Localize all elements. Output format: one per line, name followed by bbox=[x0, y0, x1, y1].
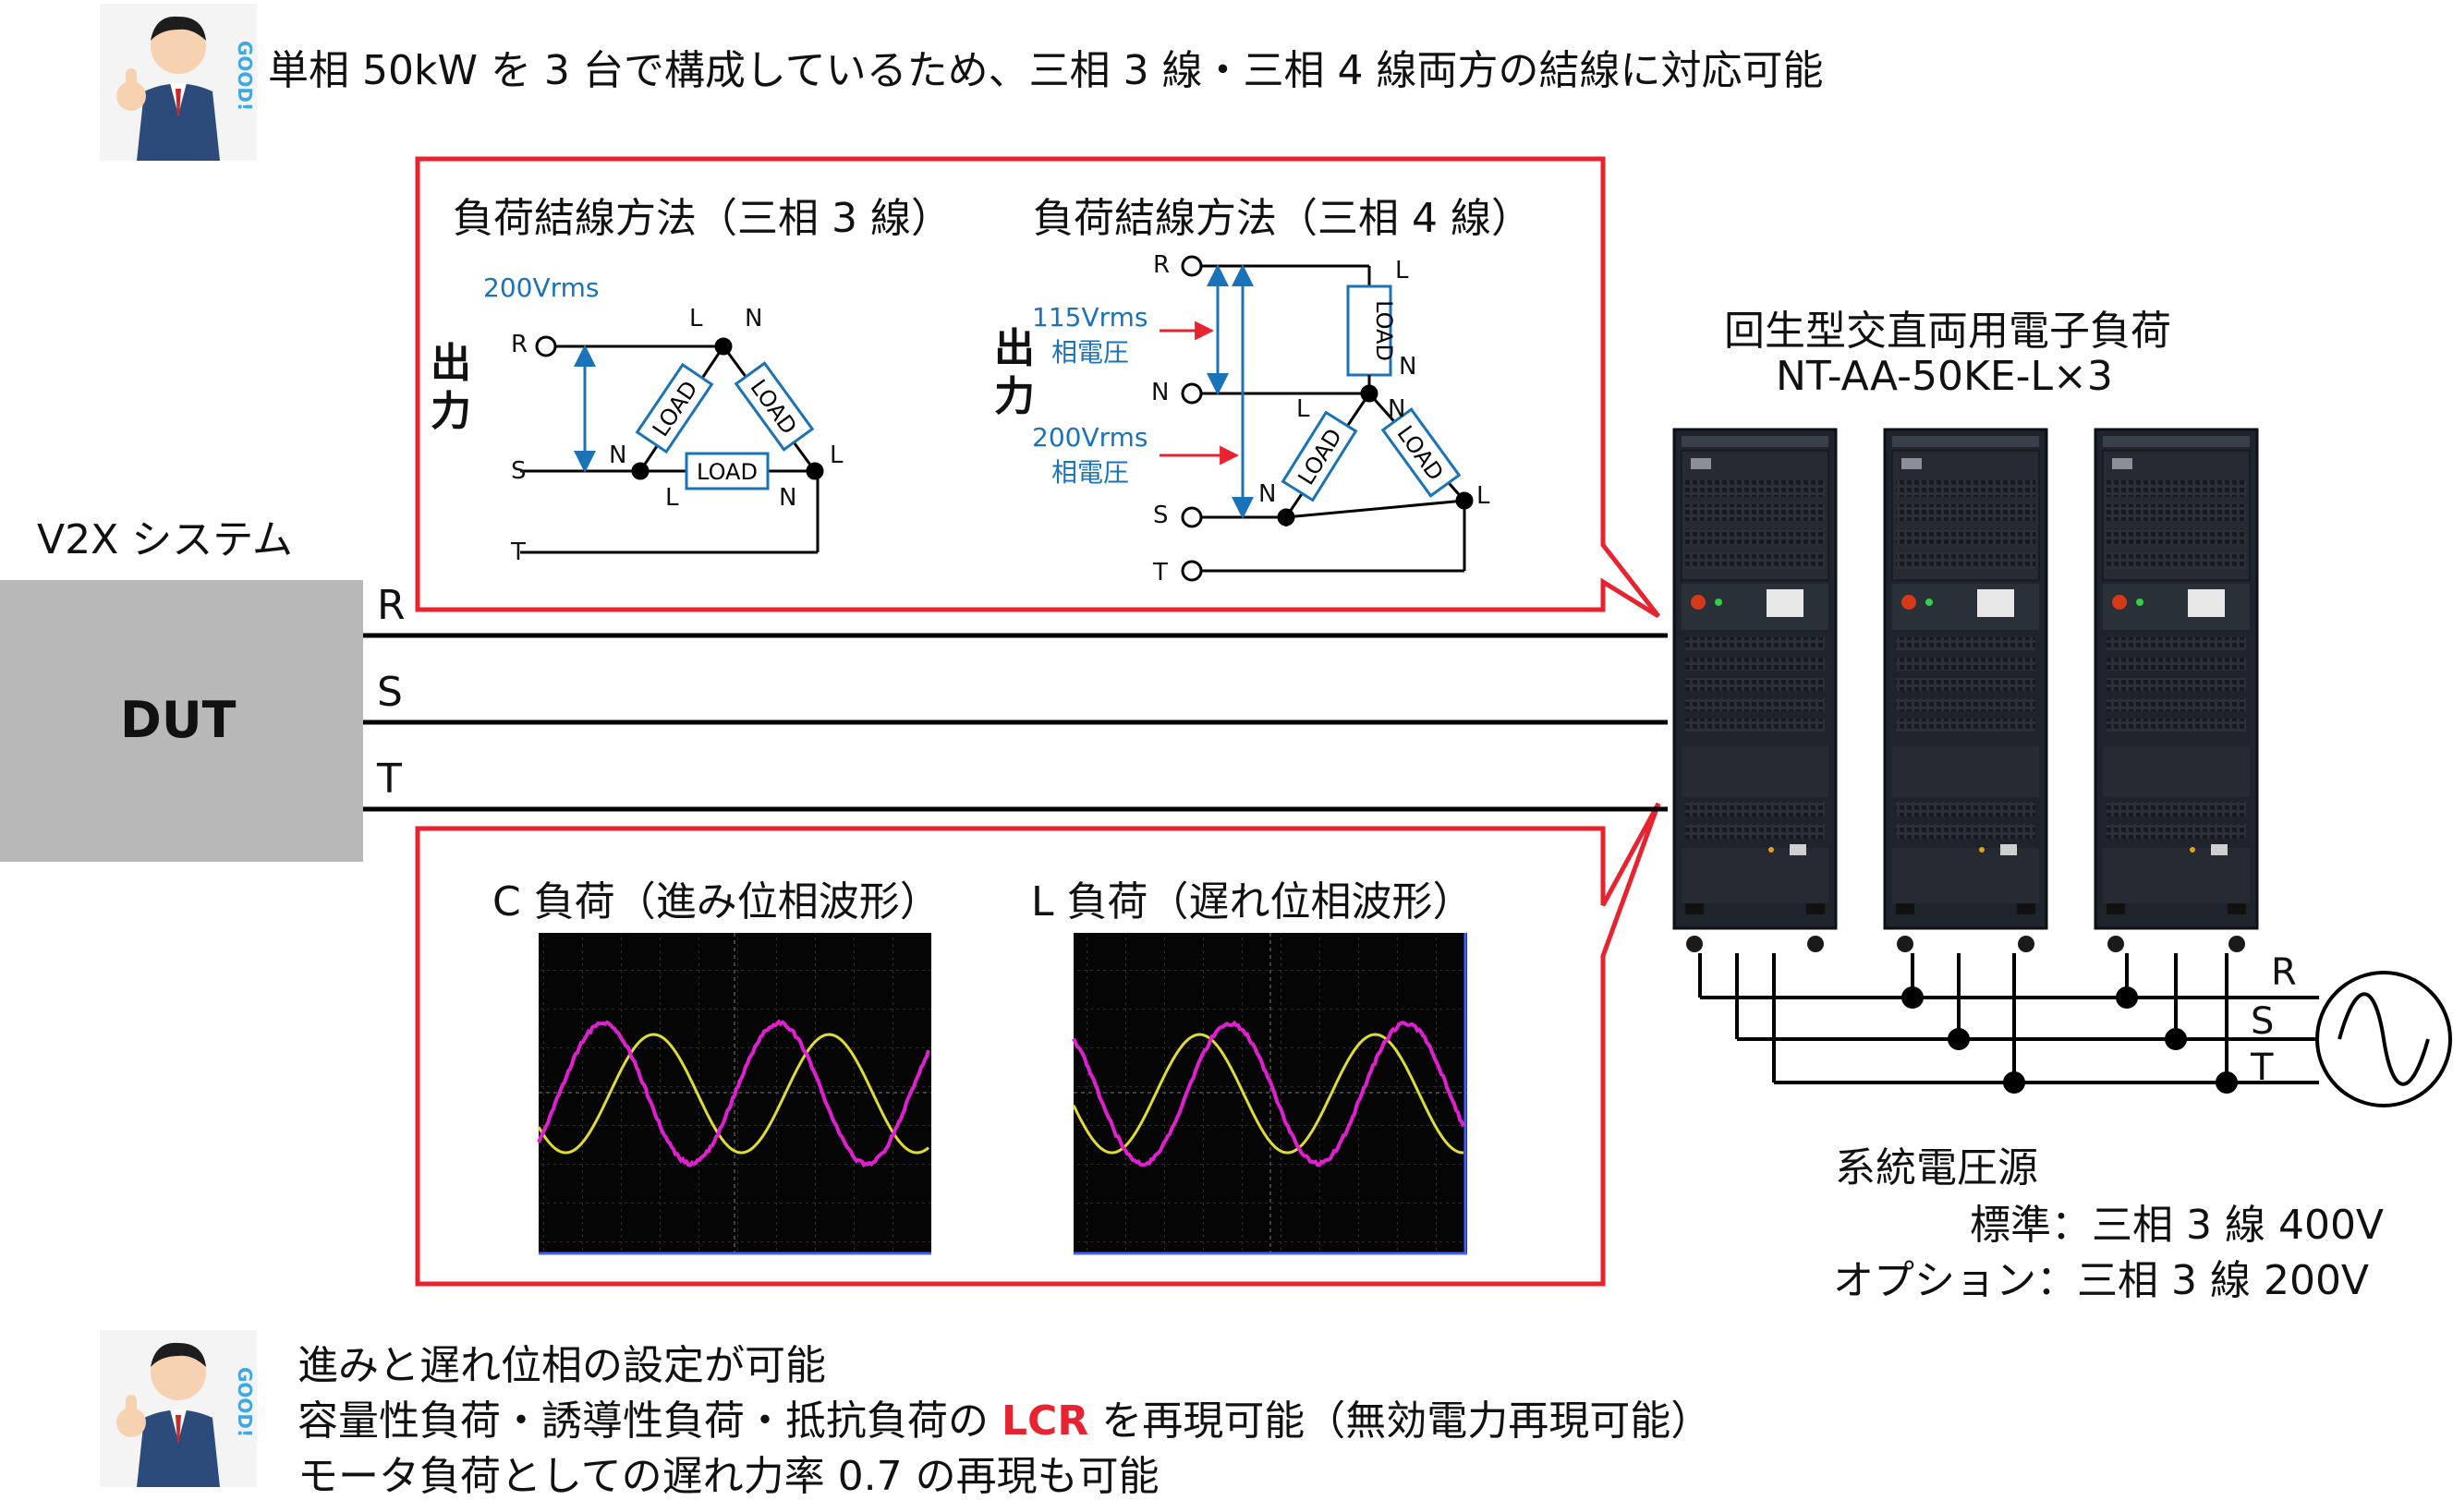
wiring4-mid-n: N bbox=[1399, 353, 1416, 381]
wiring3-top-n: N bbox=[745, 305, 762, 333]
wiring4-load-1: LOAD bbox=[1371, 300, 1397, 361]
wiring3-right-l: L bbox=[830, 442, 844, 469]
bottom-note-3: モータ負荷としての遅れ力率 0.7 の再現も可能 bbox=[298, 1443, 1160, 1502]
wiring4-phase-label-2: 相電圧 bbox=[1051, 453, 1129, 490]
grid-source-wiring bbox=[1700, 953, 2450, 1106]
businessman-thumbs-up-icon: GOOD! bbox=[100, 4, 257, 161]
wiring4-top-l: L bbox=[1395, 257, 1409, 284]
wiring3-terminal-r: R bbox=[511, 331, 528, 358]
wiring4-output-label: 出力 bbox=[994, 325, 1040, 421]
top-note: 単相 50kW を 3 台で構成しているため、三相 3 線・三相 4 線両方の結… bbox=[268, 37, 1824, 96]
product-name: 回生型交直両用電子負荷 bbox=[1724, 297, 2171, 357]
lcr-highlight: LCR bbox=[1002, 1397, 1088, 1445]
wiring3-output-label: 出力 bbox=[431, 340, 477, 436]
wiring3-title: 負荷結線方法（三相 3 線） bbox=[453, 185, 952, 244]
product-model: NT-AA-50KE-L×3 bbox=[1776, 353, 2113, 400]
wiring4-phase-label-1: 相電圧 bbox=[1051, 333, 1129, 369]
wiring3-terminal-s: S bbox=[511, 457, 527, 485]
businessman-thumbs-up-icon: GOOD! bbox=[100, 1330, 257, 1487]
l-load-title: L 負荷（遅れ位相波形） bbox=[1031, 868, 1474, 927]
line-r-label: R bbox=[377, 582, 406, 629]
wiring4-phase-voltage-2: 200Vrms bbox=[1032, 422, 1148, 453]
wiring3-voltage: 200Vrms bbox=[483, 272, 599, 303]
wiring4-title: 負荷結線方法（三相 4 線） bbox=[1033, 185, 1532, 244]
wiring3-terminal-t: T bbox=[511, 538, 526, 566]
grid-source-standard: 標準：三相 3 線 400V bbox=[1970, 1191, 2384, 1251]
wiring4-right-n: N bbox=[1388, 395, 1405, 423]
grid-source-r: R bbox=[2271, 951, 2297, 994]
wiring3-right-n: N bbox=[779, 484, 796, 512]
wiring4-right-l: L bbox=[1476, 482, 1490, 510]
wiring3-load-3: LOAD bbox=[697, 459, 758, 485]
grid-source-s: S bbox=[2251, 1000, 2274, 1043]
wiring4-phase-voltage-1: 115Vrms bbox=[1032, 302, 1148, 333]
c-load-title: C 負荷（進み位相波形） bbox=[492, 868, 941, 927]
bottom-note-2-pre: 容量性負荷・誘導性負荷・抵抗負荷の bbox=[298, 1397, 1002, 1445]
dut-label: DUT bbox=[120, 691, 237, 749]
electronic-load-cabinets bbox=[1674, 429, 2257, 952]
bottom-note-1: 進みと遅れ位相の設定が可能 bbox=[298, 1332, 826, 1391]
wiring3-left-l: L bbox=[665, 484, 679, 512]
wiring4-terminal-t: T bbox=[1153, 559, 1168, 587]
grid-source-option: オプション：三相 3 線 200V bbox=[1833, 1247, 2369, 1306]
wiring4-terminal-r: R bbox=[1153, 251, 1170, 279]
c-load-oscilloscope bbox=[539, 933, 931, 1253]
wiring3-left-n: N bbox=[609, 442, 626, 469]
svg-text:GOOD!: GOOD! bbox=[234, 1367, 256, 1437]
wiring4-mid-l: L bbox=[1296, 395, 1310, 423]
svg-text:GOOD!: GOOD! bbox=[234, 41, 256, 111]
grid-source-title: 系統電圧源 bbox=[1835, 1134, 2038, 1193]
bottom-note-2-post: を再現可能（無効電力再現可能） bbox=[1088, 1397, 1711, 1445]
wiring4-terminal-n: N bbox=[1151, 379, 1169, 406]
line-t-label: T bbox=[377, 756, 402, 803]
wiring4-left-n: N bbox=[1258, 480, 1276, 508]
bottom-note-2: 容量性負荷・誘導性負荷・抵抗負荷の LCR を再現可能（無効電力再現可能） bbox=[298, 1387, 1711, 1446]
wiring3-top-l: L bbox=[689, 305, 703, 333]
line-s-label: S bbox=[377, 669, 403, 716]
grid-source-t: T bbox=[2251, 1046, 2273, 1089]
wiring4-terminal-s: S bbox=[1153, 502, 1169, 529]
v2x-label: V2X システム bbox=[37, 506, 293, 565]
l-load-oscilloscope bbox=[1074, 933, 1467, 1253]
